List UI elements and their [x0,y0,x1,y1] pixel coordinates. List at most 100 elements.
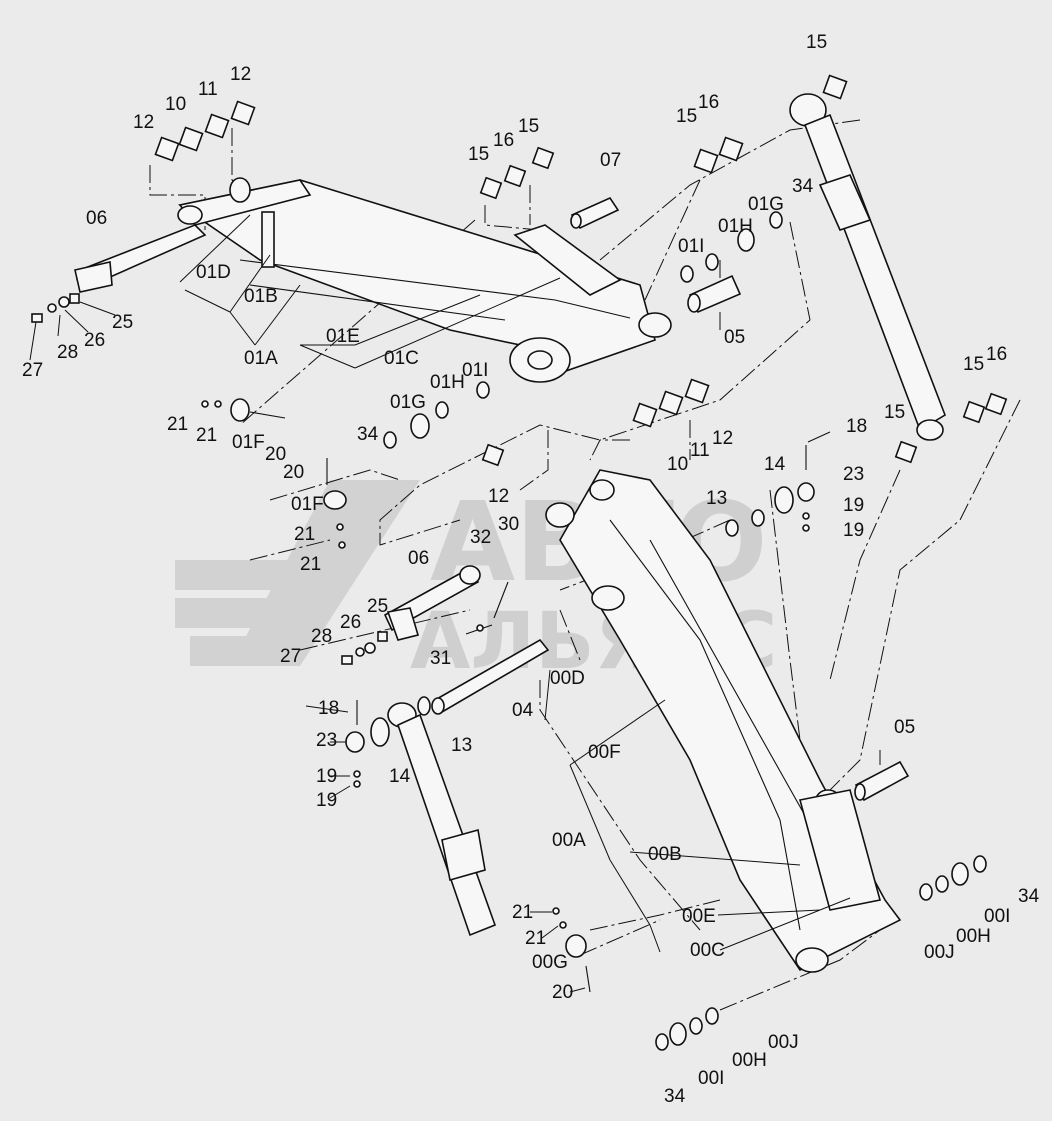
callout-label: 01H [430,372,465,393]
leader-lines [29,214,881,993]
callout-label: 23 [843,464,864,485]
callout-label: 04 [512,700,534,721]
callout-label: 12 [488,486,509,507]
callout-label: 00D [550,668,585,689]
callout-label: 00I [984,906,1010,927]
callout-label: 27 [22,360,43,381]
callout-label: 01G [748,194,784,215]
callout-label: 25 [367,596,388,617]
callout-label: 27 [280,646,301,667]
callout-label: 10 [667,454,688,475]
callout-label: 00F [588,742,621,763]
callout-label: 01D [196,262,231,283]
hardware-left-18-23-19 [345,696,431,788]
callout-label: 01F [232,432,265,453]
rings-lower-right [919,855,987,901]
callout-label: 21 [525,928,546,949]
callout-label: 19 [843,520,864,541]
bushing-00g [552,907,591,993]
pin-06-lower [383,565,481,641]
callout-label: 01A [244,348,278,369]
callout-label: 00J [924,942,955,963]
callout-label: 00A [552,830,586,851]
callout-label: 10 [165,94,186,115]
callout-label: 01I [462,360,488,381]
callout-label: 16 [493,130,514,151]
callout-label: 15 [676,106,697,127]
callout-label: 00H [956,926,991,947]
callout-label: 00H [732,1050,767,1071]
callout-label: 16 [698,92,719,113]
callout-label: 34 [664,1086,686,1107]
callout-label: 34 [1018,886,1040,907]
callout-label: 06 [408,548,429,569]
callout-label: 34 [357,424,379,445]
callout-label: 15 [518,116,539,137]
callout-label: 11 [198,79,218,100]
callout-label: 15 [963,354,984,375]
callout-label: 14 [389,766,411,787]
callout-label: 16 [986,344,1007,365]
arm-assembly [177,177,672,383]
callout-label: 21 [300,554,321,575]
callout-label: 01G [390,392,426,413]
callout-label: 00G [532,952,568,973]
boom-cylinder [387,702,497,937]
watermark-logo-icon [175,480,420,666]
callout-label: 15 [806,32,827,53]
callout-label: 30 [498,514,519,535]
callout-label: 21 [196,425,217,446]
callout-label: 13 [451,735,472,756]
callout-label: 26 [340,612,361,633]
pin-06-upper [74,224,207,293]
callout-label: 12 [133,112,154,133]
callout-label: 11 [690,440,710,461]
callout-label: 07 [600,150,621,171]
small-hardware-lower [341,581,509,665]
callout-label: 01H [718,216,753,237]
small-hardware-upper [31,293,80,323]
callout-label: 00E [682,906,716,927]
pin-05-lower [854,760,910,802]
callout-label: 19 [316,790,337,811]
shim-groups [154,74,1008,467]
callout-label: 00B [648,844,682,865]
callout-label: 20 [283,462,304,483]
callout-label: 00C [690,940,725,961]
callout-label: 01I [678,236,704,257]
rings-upper-right [680,211,783,283]
callout-label: 01F [291,494,324,515]
callout-label: 23 [316,730,337,751]
callout-label: 28 [57,342,78,363]
callout-label: 26 [84,330,105,351]
bushing-01f [201,398,347,549]
callout-label: 20 [265,444,286,465]
hardware-right-18-23-19 [725,445,815,537]
pin-07 [570,196,620,230]
callout-label: 19 [843,495,864,516]
callout-label: 34 [792,176,814,197]
callout-label: 01E [326,326,360,347]
callout-label: 00I [698,1068,724,1089]
callout-label: 15 [468,144,489,165]
callout-label: 21 [167,414,188,435]
callout-label: 25 [112,312,133,333]
callout-label: 06 [86,208,107,229]
callout-label: 12 [712,428,733,449]
callout-label: 21 [512,902,533,923]
rings-mid-left [383,381,490,449]
callout-label: 05 [894,717,915,738]
pin-04 [431,638,550,715]
callout-label: 01C [384,348,419,369]
callout-label: 31 [430,648,451,669]
boom-assembly [545,469,902,973]
callout-label: 13 [706,488,727,509]
callout-label: 00J [768,1032,799,1053]
callout-label: 18 [318,698,339,719]
bucket-cylinder [789,93,946,441]
callout-label: 32 [470,527,491,548]
callout-label: 28 [311,626,332,647]
callout-label: 15 [884,402,905,423]
